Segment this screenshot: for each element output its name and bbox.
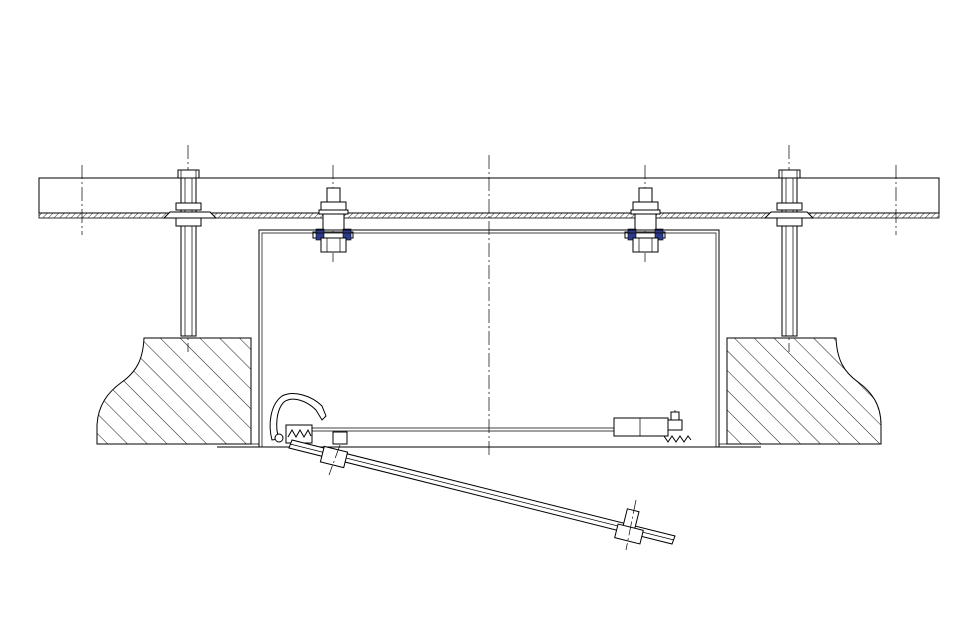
left-support-block <box>96 337 252 445</box>
latch <box>613 410 692 443</box>
door-closed-outline <box>312 427 614 432</box>
right-frame-bolt <box>624 187 666 253</box>
right-support-block <box>726 337 882 445</box>
left-frame-bolt <box>312 187 354 253</box>
door-panel-open <box>288 439 676 551</box>
left-threaded-rod <box>162 169 218 337</box>
right-threaded-rod <box>763 169 815 337</box>
hinge <box>269 393 348 445</box>
